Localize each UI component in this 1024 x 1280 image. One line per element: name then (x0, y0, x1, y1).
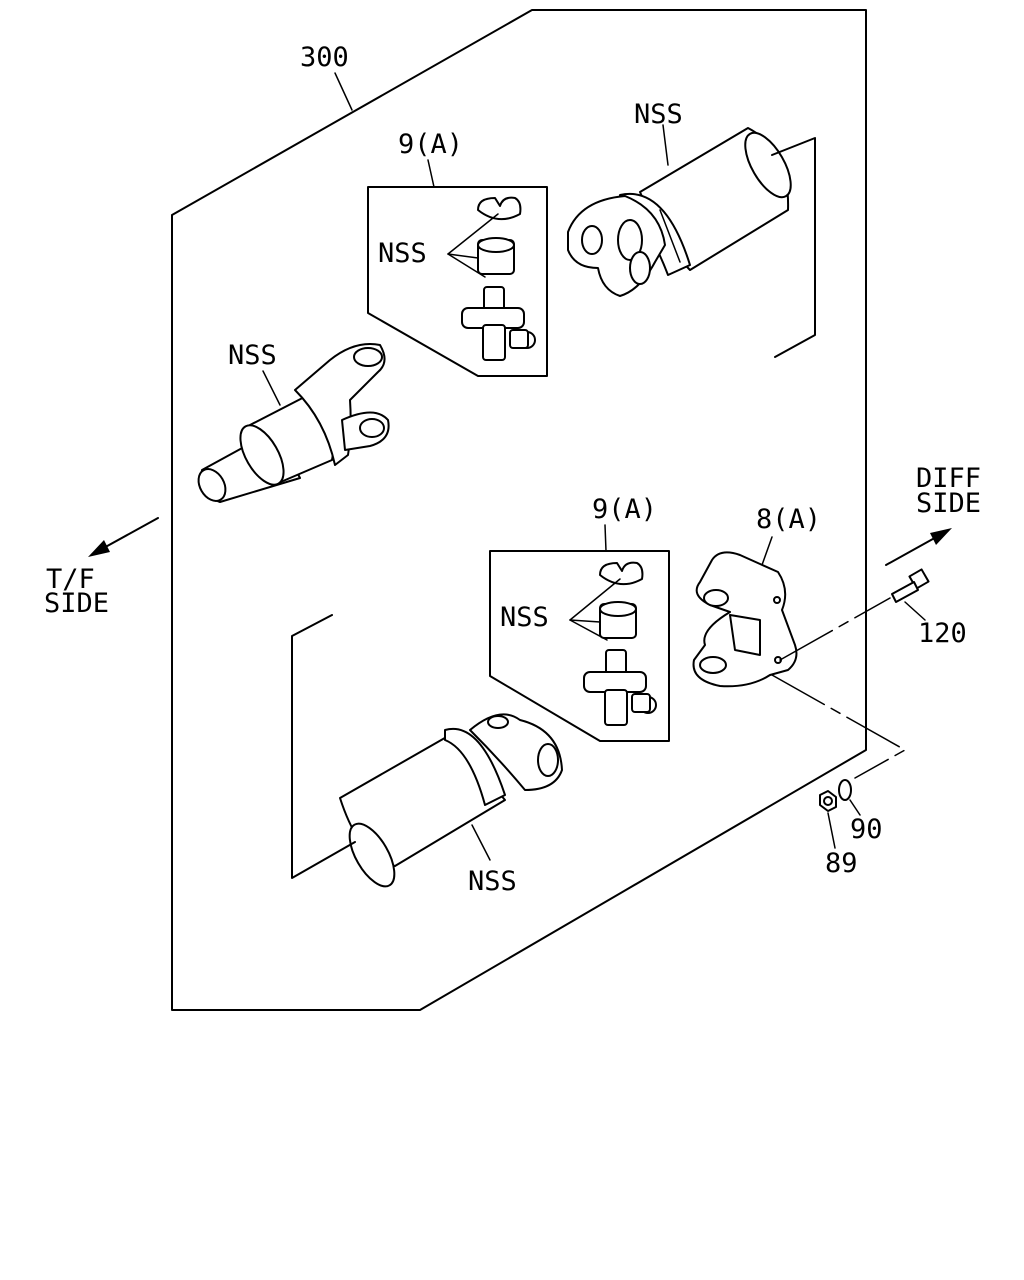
nss-top-right-leader (662, 124, 669, 166)
nss-kit-upper-leader-2 (447, 253, 479, 259)
assembly-label: 300 (300, 42, 349, 73)
slip-yoke-left-icon (197, 343, 390, 503)
tube-yoke-lower-icon (339, 713, 563, 888)
diff-side-label-1: DIFF (916, 463, 981, 494)
flange-yoke-label: 8(A) (756, 504, 821, 535)
flange-yoke-icon (692, 551, 798, 688)
nss-left-leader (262, 370, 281, 406)
nss-bottom-label: NSS (468, 866, 517, 897)
assembly-leader (334, 72, 353, 111)
diff-side-arrow-icon (885, 528, 952, 566)
nss-bottom-leader (471, 824, 491, 861)
bolt-icon (891, 568, 930, 603)
assembly-outline (171, 9, 867, 1011)
diff-side-label-2: SIDE (916, 488, 981, 519)
kit-upper-leader (427, 159, 435, 188)
break-bracket-lower (291, 614, 356, 879)
break-bracket-upper (771, 137, 816, 358)
snap-ring-upper-icon (477, 196, 522, 221)
kit-lower-leader (604, 524, 607, 552)
tf-side-label-1: T/F (46, 564, 95, 595)
fastener-axis-line (771, 674, 906, 779)
bolt-label: 120 (918, 618, 967, 649)
bolt-axis-line (779, 597, 891, 661)
tf-side-label-2: SIDE (44, 588, 109, 619)
kit-upper-label: 9(A) (398, 129, 463, 160)
nss-kit-lower-label: NSS (500, 602, 549, 633)
snap-ring-lower-icon (599, 561, 644, 586)
nut-label: 89 (825, 848, 858, 879)
nss-kit-lower-leader-2 (569, 619, 601, 623)
washer-icon (838, 779, 852, 801)
kit-lower-label: 9(A) (592, 494, 657, 525)
spider-lower-icon (583, 649, 657, 726)
kit-box-upper (367, 186, 548, 377)
nut-icon (819, 790, 837, 812)
nss-left-label: NSS (228, 340, 277, 371)
nss-kit-upper-label: NSS (378, 238, 427, 269)
kit-box-lower (489, 550, 670, 742)
washer-leader (849, 799, 861, 816)
bearing-cap-lower-icon (599, 601, 637, 639)
tube-yoke-upper-icon (567, 127, 792, 297)
nss-top-right-label: NSS (634, 99, 683, 130)
flange-yoke-leader (761, 536, 773, 566)
bolt-leader (904, 601, 926, 621)
tf-side-arrow-icon (88, 517, 159, 557)
bearing-cap-upper-icon (477, 237, 515, 275)
washer-label: 90 (850, 814, 883, 845)
spider-upper-icon (461, 286, 536, 361)
nut-leader (827, 812, 836, 849)
